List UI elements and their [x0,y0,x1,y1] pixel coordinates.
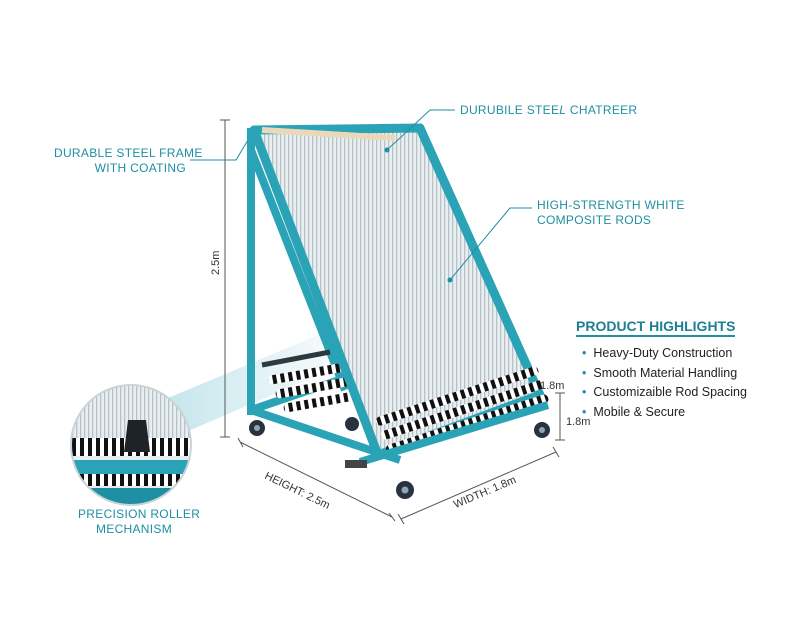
base-beam [358,401,550,466]
panel-frame [249,123,545,460]
highlight-item: Smooth Material Handling [582,364,747,384]
callout-roller: PRECISION ROLLER MECHANISM [78,507,201,537]
dimension-height [237,437,396,522]
highlights-title: PRODUCT HIGHLIGHTS [576,318,736,337]
support-arm [261,349,331,368]
roller-detail-zoom [70,384,192,506]
highlight-item: Mobile & Secure [582,403,747,423]
callout-rods: HIGH-STRENGTH WHITE COMPOSITE RODS [537,198,685,228]
caster-wheels [249,417,550,499]
callout-roller-line2: MECHANISM [95,522,173,536]
rod-panel [254,128,540,455]
dim-right-upper-label: 1.8m [540,380,565,392]
callout-frame-line1: DURABLE STEEL FRAME [54,146,203,160]
highlight-item: Customizaible Rod Spacing [582,383,747,403]
callout-roller-line1: PRECISION ROLLER [78,507,201,521]
callout-frame-line2: WITH COATING [94,161,186,175]
callout-frame: DURABLE STEEL FRAME WITH COATING [54,146,203,176]
dimension-right [555,392,565,441]
callout-top: DURUBILE STEEL CHATREER [460,103,637,118]
callout-top-rest: CHATREER [566,103,638,117]
callout-rods-line2: COMPOSITE RODS [537,213,652,227]
dim-vertical-label: 2.5m [210,250,222,275]
dimension-width [397,446,560,525]
dimension-vertical [220,119,230,438]
leader-lines [190,109,532,281]
callout-top-italic: L [559,103,567,117]
callout-rods-line1: HIGH-STRENGTH WHITE [537,198,685,212]
highlights-list: Heavy-Duty Construction Smooth Material … [582,344,747,422]
highlight-item: Heavy-Duty Construction [582,344,747,364]
top-bar [261,127,396,141]
rear-rollers [268,362,363,413]
callout-top-text: DURUBILE STEE [460,103,560,117]
